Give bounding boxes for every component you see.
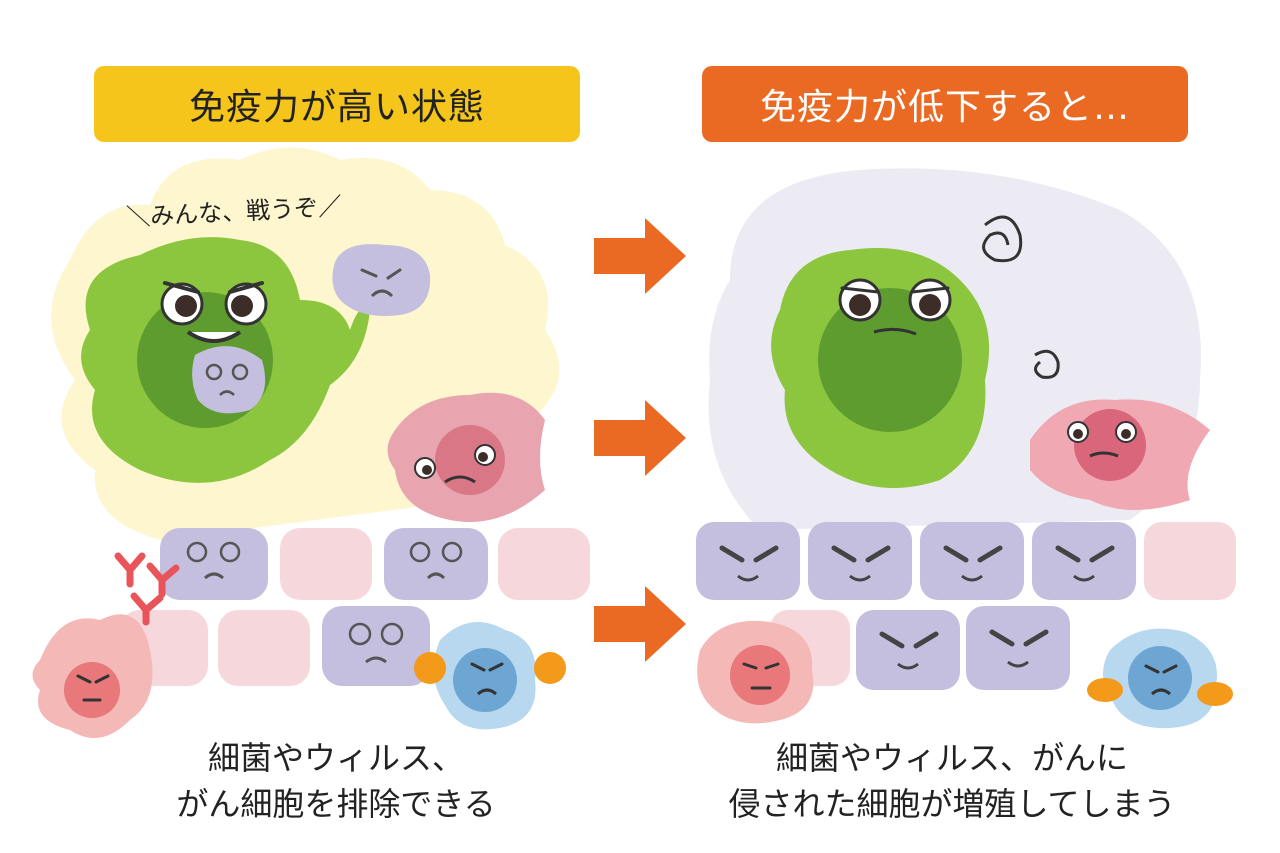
antibodies	[114, 552, 180, 626]
arrow-top	[594, 218, 686, 294]
caption-left-line-2: がん細胞を排除できる	[176, 785, 496, 823]
purple-cell-grabbed	[332, 244, 431, 316]
panel-title-strong-immunity: 免疫力が高い状態	[94, 66, 580, 142]
arrow-bottom	[594, 586, 686, 662]
red-cell-right	[697, 620, 814, 724]
blue-cell-right	[1087, 628, 1233, 729]
caption-left: 細菌やウィルス、 がん細胞を排除できる	[76, 735, 596, 827]
left-cell-row-2	[120, 606, 430, 686]
caption-right: 細菌やウィルス、がんに 侵された細胞が増殖してしまう	[692, 735, 1212, 827]
pink-cell-right	[1030, 399, 1210, 510]
left-cell-row-1	[160, 528, 590, 600]
dizzy-scribble-small	[1034, 349, 1060, 379]
panel-title-weak-immunity: 免疫力が低下すると…	[702, 66, 1188, 142]
blue-cell-left	[414, 622, 566, 730]
right-cell-row-1	[696, 522, 1236, 600]
red-cell-left	[32, 614, 153, 738]
caption-right-line-2: 侵された細胞が増殖してしまう	[728, 785, 1176, 823]
pink-cell-left	[387, 392, 545, 522]
right-cell-row-2	[770, 606, 1070, 690]
green-immune-cell-weak	[771, 248, 990, 488]
caption-right-line-1: 細菌やウィルス、がんに	[775, 739, 1128, 777]
dizzy-scribble-large	[982, 215, 1023, 263]
arrow-middle	[594, 400, 686, 476]
caption-left-line-1: 細菌やウィルス、	[207, 739, 464, 777]
purple-cell-eaten	[192, 346, 266, 414]
